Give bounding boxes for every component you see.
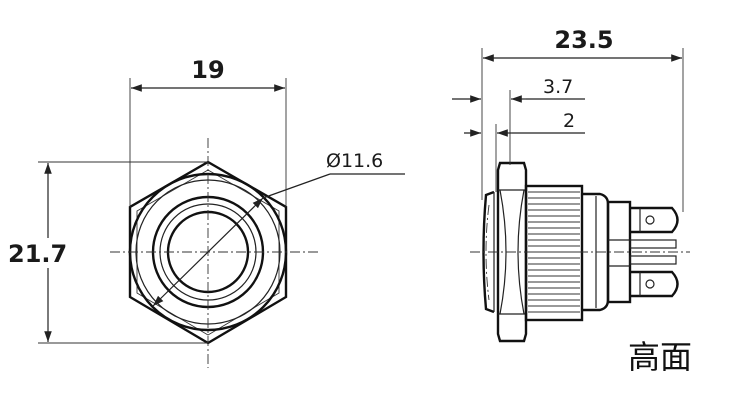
side-view: 23.5 3.7 2 [452, 26, 690, 343]
hex-chamfer-outline [136, 169, 280, 336]
lower-terminal-pin [630, 270, 679, 298]
diameter-dimension-line [152, 197, 264, 307]
front-view: 19 21.7 Ø11.6 [4, 56, 405, 368]
hex-flange-outline [496, 161, 528, 343]
height-dimension-label: 21.7 [8, 240, 67, 268]
caption-text: 高面 [628, 338, 692, 376]
width-dimension-label: 19 [191, 56, 224, 84]
length-dimension-label: 23.5 [554, 26, 613, 54]
button-cap-curve [485, 204, 490, 301]
terminal-base-outline [606, 200, 632, 304]
middle-terminal-lower [629, 255, 677, 265]
diameter-dimension-label: Ø11.6 [326, 150, 383, 172]
hex-flange-face-curve-right [517, 189, 525, 315]
flange-dimension-label: 3.7 [543, 76, 573, 98]
thread-lines [528, 191, 580, 313]
height-label-mask [4, 238, 90, 268]
upper-terminal-hole [645, 215, 655, 225]
threaded-body-outline [524, 184, 584, 322]
upper-terminal-pin [630, 206, 679, 234]
cap-dimension-label: 2 [563, 110, 575, 132]
diameter-leader-diagonal [262, 173, 331, 199]
lower-terminal-hole [645, 279, 655, 289]
middle-terminal-upper [629, 239, 677, 249]
